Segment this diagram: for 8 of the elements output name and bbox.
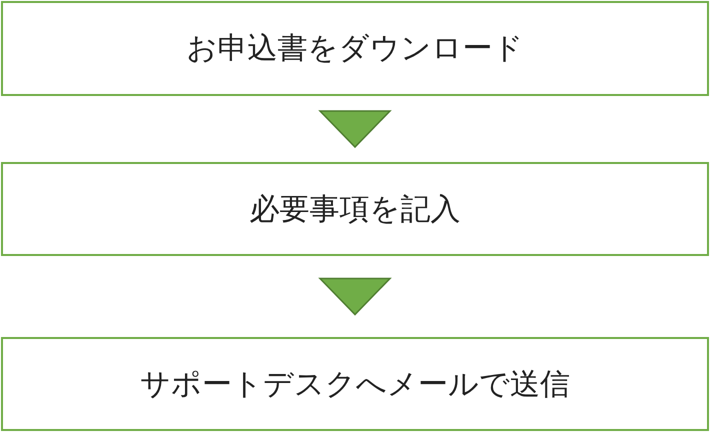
process-box [1, 162, 709, 256]
arrow-triangle [318, 110, 392, 148]
step-label: サポートデスクへメールで送信 [140, 366, 570, 404]
process-box [1, 1, 709, 96]
step-label: 必要事項を記入 [250, 190, 460, 228]
process-box [1, 337, 709, 431]
step-label: お申込書をダウンロード [186, 30, 524, 68]
arrow-triangle [318, 278, 392, 316]
